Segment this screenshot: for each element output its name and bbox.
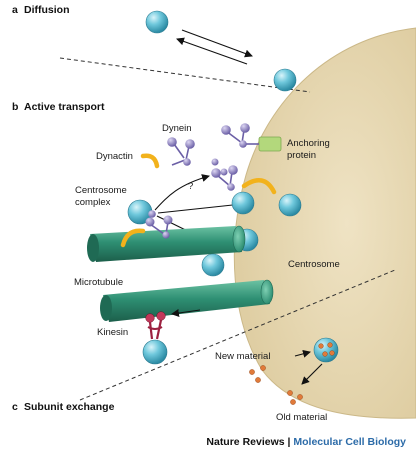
section-c-letter: c (12, 401, 18, 413)
dynactin-label: Dynactin (96, 151, 133, 162)
diffusing-sphere-outside (145, 10, 169, 34)
section-b-letter: b (12, 101, 18, 113)
transport-arrow-right (157, 200, 243, 214)
surface-sphere-2 (278, 193, 302, 217)
question-mark: ? (188, 181, 193, 192)
diffusion-arrow-out (176, 37, 248, 65)
surface-sphere-1 (231, 191, 255, 215)
old-material-label: Old material (276, 412, 327, 423)
centrosome-dot-1 (211, 158, 219, 166)
anchoring-protein-label-line1: Anchoring (287, 138, 330, 149)
dynein-label: Dynein (162, 123, 192, 134)
anchoring-protein (258, 136, 282, 152)
old-material-subunits (287, 390, 303, 405)
tubule-sphere (201, 253, 225, 277)
dynein-dynactin-complex (211, 165, 277, 195)
centrosome-complex-label-line2: complex (75, 197, 111, 208)
kinesin-motor (145, 311, 166, 340)
diffusing-sphere-inside (273, 68, 297, 92)
credit-journal: Nature Reviews (206, 436, 285, 448)
section-a-letter: a (12, 4, 18, 16)
divider-b-c (79, 269, 396, 401)
dynein-free (167, 137, 195, 166)
old-material-arrow (301, 363, 323, 385)
new-material-subunits (249, 365, 266, 383)
dynein-on-microtubule (120, 215, 173, 248)
anchoring-protein-label-line2: protein (287, 150, 316, 161)
centrosome-complex-label-line1: Centrosome (75, 185, 127, 196)
microtubule-lower (100, 279, 274, 322)
centrosome-body (233, 27, 416, 419)
centrosome-label: Centrosome (288, 259, 340, 270)
kinesin-direction-arrow (171, 309, 201, 317)
section-b-title: Active transport (24, 101, 105, 113)
credit-separator: | (287, 436, 291, 448)
centrosome-dot-2 (220, 168, 228, 176)
dynactin-shape (140, 153, 160, 169)
complex-dynein-head (148, 210, 156, 218)
new-material-arrow (294, 349, 311, 358)
microtubule-label: Microtubule (74, 277, 123, 288)
credit-subtitle: Molecular Cell Biology (293, 436, 406, 448)
branch-arrow-up (154, 174, 210, 211)
figure-credit: Nature Reviews | Molecular Cell Biology (0, 436, 406, 448)
kinesin-label: Kinesin (97, 327, 128, 338)
divider-a-b (59, 57, 311, 93)
section-c-title: Subunit exchange (24, 401, 115, 413)
new-material-label: New material (215, 351, 270, 362)
dynein-anchored-top (221, 123, 250, 148)
kinesin-cargo-sphere (142, 339, 168, 365)
section-a-title: Diffusion (24, 4, 70, 16)
centrosome-with-subunits (313, 337, 339, 363)
diffusion-arrow-in (181, 29, 253, 58)
